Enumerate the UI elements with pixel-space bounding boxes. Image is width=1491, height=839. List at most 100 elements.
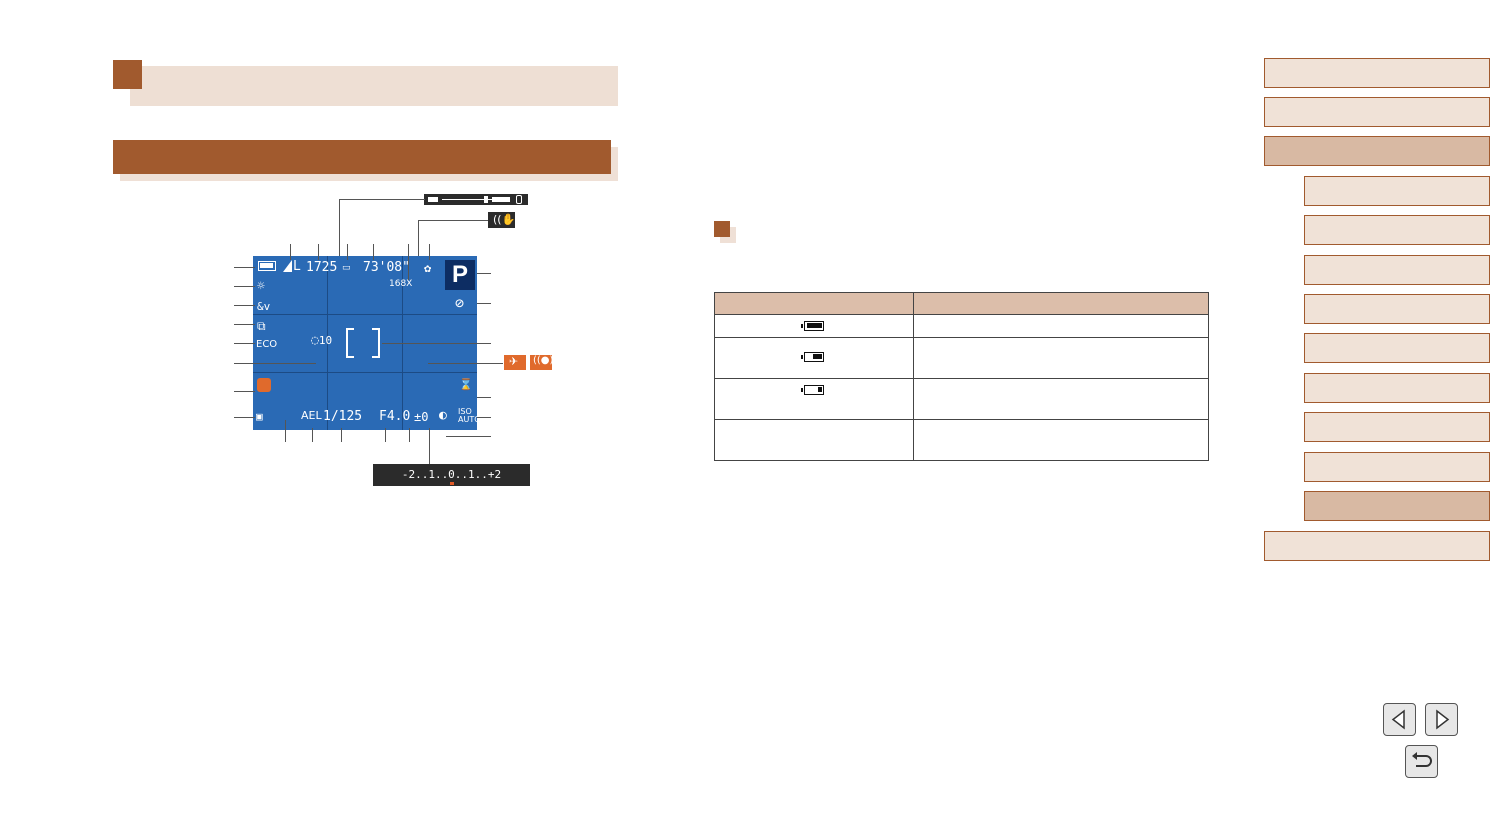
callout-line [347, 244, 348, 260]
battery-partial-icon [801, 352, 824, 362]
flash-mode-icon: ⊘ [455, 294, 465, 312]
nav-subitem-7[interactable] [1304, 412, 1490, 442]
image-size: L [293, 259, 301, 274]
nav-subitem-6[interactable] [1304, 373, 1490, 403]
grid-line [327, 256, 328, 430]
table-cell [913, 337, 1209, 379]
exposure-level-bar: -2..1..0..1..+2 [373, 464, 530, 486]
table-row [714, 314, 1209, 338]
callout-line [234, 267, 255, 268]
callout-line [290, 244, 291, 260]
table-cell [714, 419, 914, 461]
exposure-compensation: ±0 [414, 410, 429, 424]
table-row [714, 337, 1209, 379]
date-stamp-icon: ⌛ [459, 378, 473, 391]
callout-line [385, 428, 386, 442]
self-timer-icon: ◌10 [311, 333, 333, 348]
zoom-factor: 168X [389, 279, 413, 289]
callout-line [312, 428, 313, 442]
nav-subitem-9[interactable] [1304, 491, 1490, 521]
nav-subitem-2[interactable] [1304, 215, 1490, 245]
callout-line [429, 428, 430, 464]
callout-line [373, 244, 374, 260]
exposure-indicator [450, 482, 454, 485]
callout-line [341, 428, 342, 442]
drive-mode-icon: ⧉ [257, 319, 266, 333]
callout-line [477, 273, 491, 274]
table-header [913, 292, 1209, 315]
callout-line [408, 244, 409, 280]
previous-page-button[interactable] [1383, 703, 1416, 736]
table-header [714, 292, 914, 315]
callout-line [477, 417, 491, 418]
nav-item-2[interactable] [1264, 97, 1490, 127]
callout-line [409, 428, 410, 442]
wind-filter-icon: ✈ [504, 355, 526, 370]
callout-line [477, 303, 491, 304]
callout-line [446, 436, 491, 437]
callout-line [234, 305, 255, 306]
nav-item-4[interactable] [1264, 531, 1490, 561]
nav-subitem-1[interactable] [1304, 176, 1490, 206]
stabilizer-active-icon: ((●)) [530, 355, 557, 370]
shutter-speed: 1/125 [323, 409, 363, 424]
table-cell [913, 419, 1209, 461]
arrow-right-icon [1436, 709, 1450, 730]
zoom-bar-icon [424, 194, 528, 205]
macro-icon: ✿ [424, 261, 432, 275]
iso-label: ISO [458, 407, 472, 416]
callout-line [477, 397, 491, 398]
battery-table [714, 292, 1209, 461]
image-stabilization-icon: ((✋)) [488, 212, 524, 228]
aperture-value: F4.0 [379, 409, 411, 424]
my-colors-icon: &v [257, 300, 271, 313]
next-page-button[interactable] [1425, 703, 1458, 736]
callout-line [339, 199, 425, 200]
section-marker [113, 60, 142, 89]
nav-subitem-5[interactable] [1304, 333, 1490, 363]
nav-subitem-8[interactable] [1304, 452, 1490, 482]
battery-icon [258, 261, 276, 271]
heading-marker [714, 221, 730, 237]
section-header-band [130, 66, 618, 106]
grid-line [253, 314, 477, 315]
af-frame [346, 328, 380, 358]
return-button[interactable] [1405, 745, 1438, 778]
battery-low-icon [801, 385, 824, 395]
callout-line [428, 363, 503, 364]
shots-remaining: 1725 [306, 260, 338, 275]
callout-line [234, 417, 255, 418]
table-cell [913, 378, 1209, 420]
table-row [714, 378, 1209, 420]
self-timer-value: 10 [318, 334, 333, 347]
callout-line [234, 391, 255, 392]
callout-line [382, 343, 491, 344]
callout-line [418, 220, 488, 221]
battery-full-icon [801, 321, 824, 331]
eco-mode: ECO [256, 339, 278, 350]
metering-icon: ▣ [256, 410, 263, 423]
camera-shake-icon [257, 378, 271, 392]
callout-line [234, 363, 316, 364]
grid-line [253, 372, 477, 373]
subsection-header-bar [113, 140, 611, 174]
table-row [714, 419, 1209, 461]
callout-line [285, 420, 286, 442]
callout-line [234, 324, 255, 325]
ae-lock: AEL [301, 409, 322, 422]
i-contrast-icon: ◐ [439, 408, 447, 423]
arrow-left-icon [1391, 709, 1405, 730]
return-icon [1412, 752, 1432, 767]
nav-item-3[interactable] [1264, 136, 1490, 166]
iso-speed: ISO AUTO [458, 408, 477, 424]
nav-item-1[interactable] [1264, 58, 1490, 88]
callout-line [318, 244, 319, 260]
nav-subitem-4[interactable] [1304, 294, 1490, 324]
movie-quality-icon: ▭ [342, 263, 351, 273]
nav-subitem-3[interactable] [1304, 255, 1490, 285]
recording-time: 73'08" [363, 260, 410, 275]
callout-line [418, 220, 419, 256]
compression-icon [283, 260, 292, 272]
white-balance-icon: ☼ [257, 279, 265, 294]
iso-auto-label: AUTO [458, 415, 477, 424]
